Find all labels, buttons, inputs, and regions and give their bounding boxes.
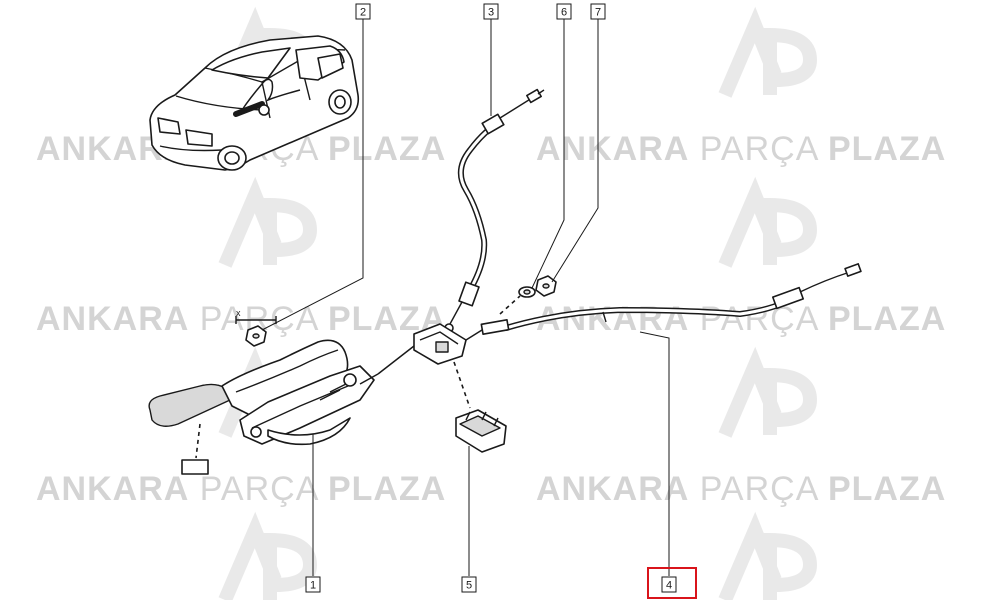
leader-lines [261,19,670,576]
svg-text:3: 3 [488,7,494,19]
car-illustration-icon [149,35,360,171]
callout-4[interactable]: 4 [647,567,697,599]
callout-1[interactable]: 1 [305,576,321,593]
secondary-cable [444,88,545,333]
watermark-logo-icon [218,6,818,600]
nut-icon [535,275,557,297]
callout-7[interactable]: 7 [590,3,606,20]
assembly-line [195,423,201,459]
callout-3[interactable]: 3 [483,3,499,20]
handbrake-lever-icon [148,339,379,446]
callout-6[interactable]: 6 [556,3,572,20]
callout-highlight [647,567,697,599]
lever-bolt: x [235,308,277,347]
svg-text:6: 6 [561,7,567,19]
callout-5[interactable]: 5 [461,576,477,593]
svg-text:5: 5 [466,580,472,592]
clip-icon [455,409,507,453]
cable-equalizer-bracket [377,323,483,375]
watermark-text: ANKARA PARÇA PLAZA [536,130,946,168]
washer-icon [518,286,536,298]
watermark-text: ANKARA PARÇA PLAZA [536,470,946,508]
watermark-text: ANKARA PARÇA PLAZA [36,470,446,508]
main-cable [480,263,862,335]
assembly-line [499,295,521,315]
svg-text:2: 2 [360,7,366,19]
svg-text:7: 7 [595,7,601,19]
watermark-text: ANKARA PARÇA PLAZA [536,300,946,338]
grip-cover-part [181,459,209,475]
svg-text:1: 1 [310,580,316,592]
watermark-text: ANKARA PARÇA PLAZA [36,300,446,338]
svg-text:4: 4 [666,580,672,592]
dimension-label: x [236,308,241,318]
assembly-line [453,361,471,409]
callout-2[interactable]: 2 [355,3,371,20]
